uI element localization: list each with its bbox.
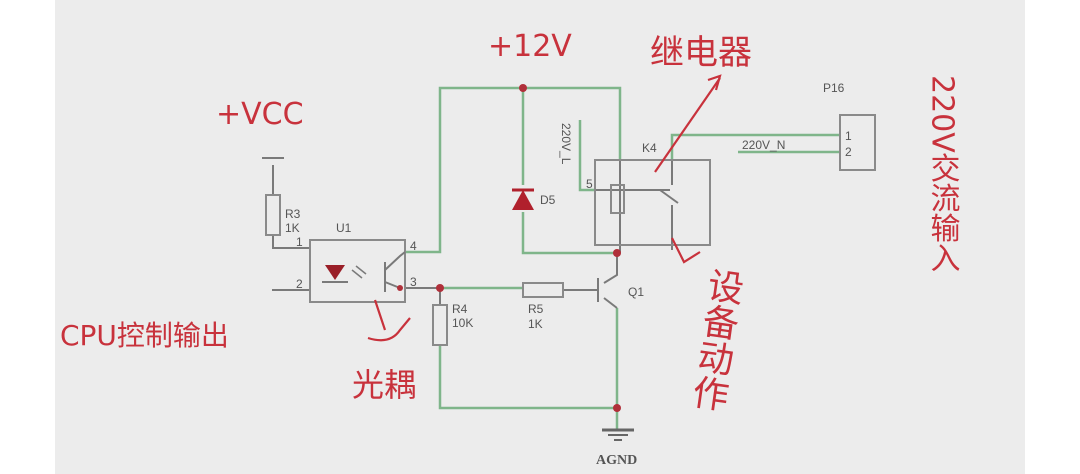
ground-icon bbox=[602, 428, 634, 441]
q1-label: Q1 bbox=[628, 285, 644, 299]
u1-label: U1 bbox=[336, 221, 352, 235]
k4-label: K4 bbox=[642, 141, 657, 155]
annotation-marks bbox=[367, 74, 722, 342]
ground-label: AGND bbox=[596, 453, 637, 468]
p16-label: P16 bbox=[823, 81, 845, 95]
u1-pin2: 2 bbox=[296, 277, 303, 291]
p16-pin2: 2 bbox=[845, 145, 852, 159]
r3-label: R3 bbox=[285, 207, 301, 221]
d5-label: D5 bbox=[540, 193, 556, 207]
junction-dots bbox=[397, 84, 621, 412]
r5-value: 1K bbox=[528, 317, 543, 331]
r3-value: 1K bbox=[285, 221, 300, 235]
supply-12v-annotation: +12V bbox=[488, 29, 572, 64]
d5-diode-icon bbox=[512, 190, 534, 210]
u1-optocoupler bbox=[309, 239, 406, 303]
u1-pin3: 3 bbox=[410, 275, 417, 289]
u1-pin4: 4 bbox=[410, 239, 417, 253]
led-icon bbox=[325, 265, 345, 280]
relay-annotation: 继电器 bbox=[650, 33, 752, 73]
ac-input-annotation: 220V交流输入 bbox=[925, 75, 960, 273]
background bbox=[55, 0, 1025, 474]
u1-pin1: 1 bbox=[296, 235, 303, 249]
k4-relay bbox=[594, 159, 711, 246]
r5-label: R5 bbox=[528, 302, 544, 316]
net-220v-n: 220V_N bbox=[742, 138, 785, 152]
r4-value: 10K bbox=[452, 316, 473, 330]
optocoupler-annotation: 光耦 bbox=[352, 366, 416, 404]
r5-resistor bbox=[522, 282, 564, 298]
vcc-annotation: +VCC bbox=[216, 97, 304, 132]
r3-resistor bbox=[265, 194, 281, 236]
p16-connector bbox=[839, 114, 876, 171]
r4-label: R4 bbox=[452, 302, 468, 316]
k4-pin5: 5 bbox=[586, 177, 593, 191]
p16-pin1: 1 bbox=[845, 129, 852, 143]
r4-resistor bbox=[432, 304, 448, 346]
relay-coil bbox=[610, 184, 625, 214]
net-220v-l: 220V_L bbox=[559, 123, 573, 165]
cpu-output-annotation: CPU控制输出 bbox=[60, 319, 229, 352]
